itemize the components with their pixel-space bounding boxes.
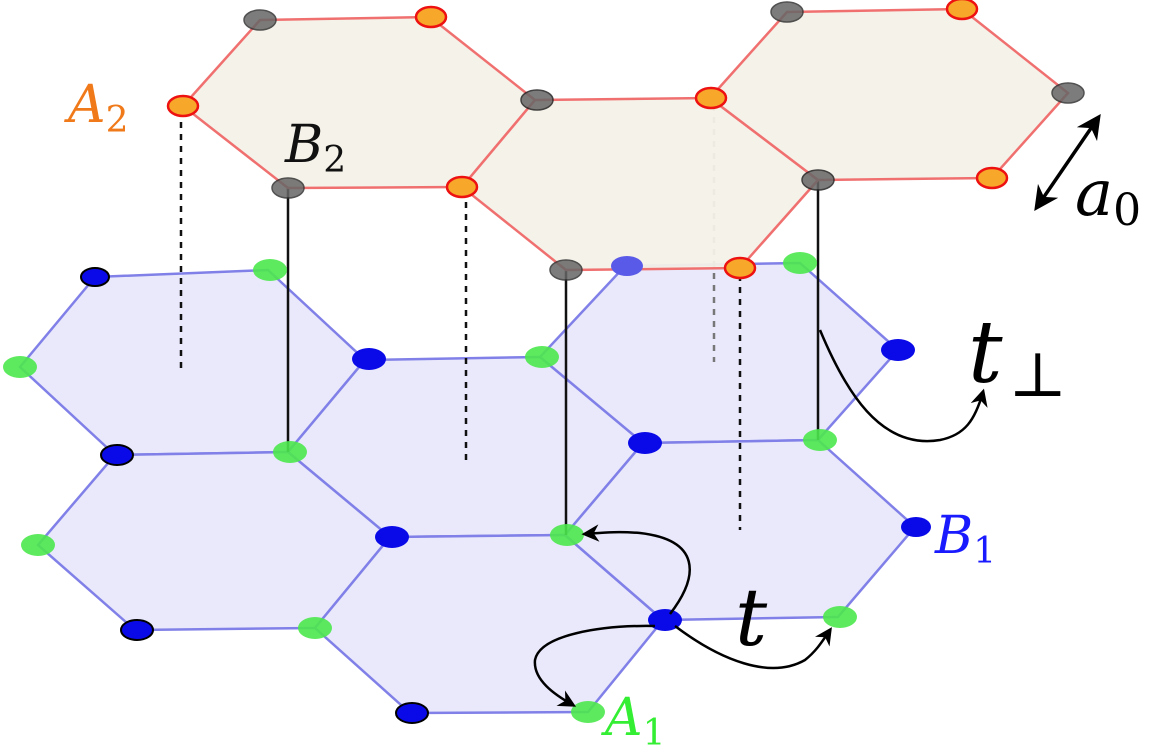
b1-site [352,348,386,370]
interlayer-lines [179,105,820,535]
a1-label: A1 [601,688,665,754]
b2-label: B2 [284,115,346,181]
t-label: t [735,571,768,664]
b1-site [628,432,662,454]
b2-site [271,177,305,199]
top-layer [181,7,1070,272]
intralayer-hop-arrow-up [581,524,691,615]
b2-site [549,259,583,281]
b1-site [120,619,154,641]
t-perp-label: t⊥ [968,303,1067,411]
hopping-arrows [533,113,1101,707]
labels: A2 B2 B1 A1 t t⊥ a0 [64,75,1141,754]
a0-label: a0 [1075,157,1141,236]
a2-site [723,256,757,280]
a2-site [694,86,728,110]
interlayer-hop-arrow [818,329,988,443]
b1-site [375,526,409,548]
intralayer-hop-arrow-down [533,624,656,707]
b2-site [770,1,804,23]
a1-site [525,346,559,368]
a1-site [21,534,55,556]
a2-site [445,175,479,199]
intralayer-hop-arrow-right [674,625,832,670]
a1-site [783,252,817,274]
a2-site [945,0,979,21]
b1-site [80,267,110,287]
a1-site [253,259,287,281]
a1-site [3,356,37,378]
b1-site [611,256,643,276]
a1-site [550,524,584,546]
layer2-atoms [166,0,1085,281]
a1-site [273,441,307,463]
a0-double-arrow [1034,113,1101,212]
a1-site [823,606,857,628]
b1-label: B1 [934,506,996,572]
a2-site [166,94,200,118]
bottom-layer [18,261,917,715]
b1-site [648,609,682,631]
b2-site [801,169,835,191]
b2-site [520,89,554,111]
a1-site [298,617,332,639]
a2-site [975,166,1009,190]
b1-site [100,444,134,466]
b1-site [881,339,915,361]
b1-site [901,517,931,537]
a1-site [803,429,837,451]
a1-site [571,701,605,723]
b2-site [1051,82,1085,104]
a2-site [414,5,448,29]
layer1-atoms [3,252,931,724]
b1-site [395,702,429,724]
b2-site [243,9,277,31]
a2-label: A2 [64,75,128,141]
